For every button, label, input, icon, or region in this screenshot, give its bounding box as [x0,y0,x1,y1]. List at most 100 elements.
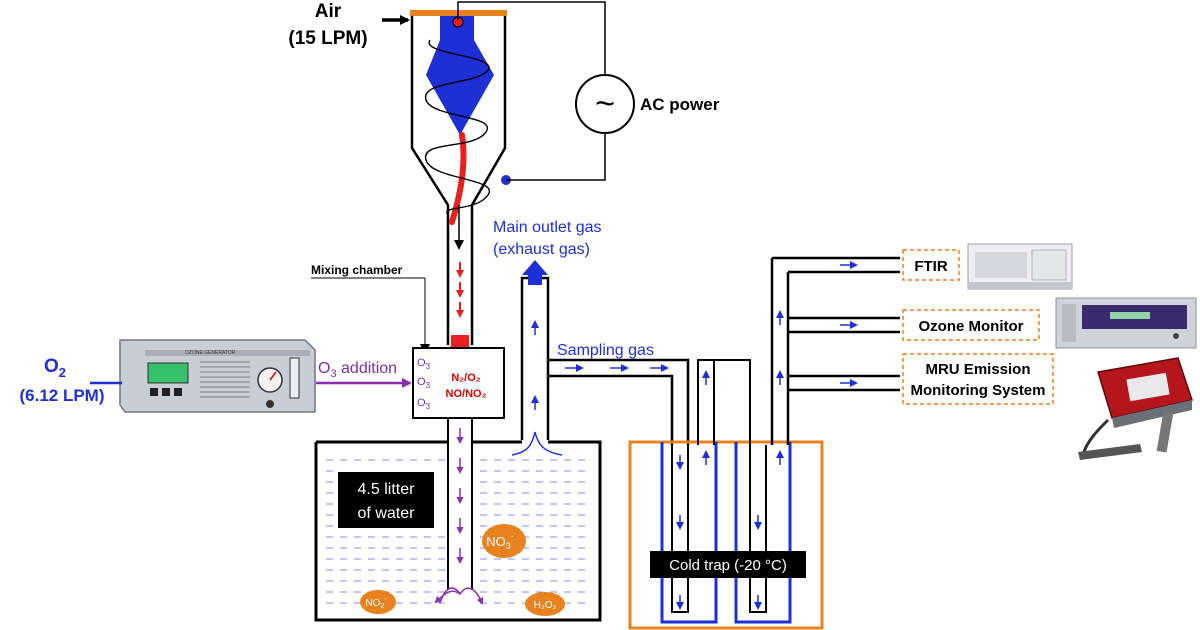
bubble-outflow-left [434,590,461,604]
flowmeter-icon [289,357,300,399]
water-reactor-tank: 4.5 litter of water NO3- NO2- H₂O₂ [314,418,602,622]
bubble-outflow [439,587,484,605]
generator-vent-grille [200,361,250,398]
o3-sub: 3 [426,402,431,411]
no-no2-label: NO/NO₂ [446,388,487,400]
power-wire-top [457,1,606,75]
trap-vessel [734,442,792,624]
svg-text:O3: O3 [417,397,431,411]
generator-button [150,388,158,396]
o2-text: O [44,356,59,377]
n2-o2-label: N₂/O₂ [451,372,480,384]
o3-addition-label: O3 addition [318,360,397,380]
o3-add-sub: 3 [330,368,336,380]
mru-label-line1: MRU Emission [925,361,1030,378]
generator-top-strip [145,350,310,356]
trap-transfer-tube [697,359,715,445]
o2-flow-label: (6.12 LPM) [19,386,104,405]
mixing-chamber-box [412,347,505,419]
mru-emission-system: MRU Emission Monitoring System [902,353,1193,460]
o3-addition: O3 addition [316,360,412,388]
swirl-flow-line [425,39,491,216]
mru-line [788,374,900,392]
no3-sup: - [511,531,514,541]
main-outlet-label: Main outlet gas [493,219,602,236]
no2-text: NO [365,598,380,609]
o3-sub: 3 [426,381,431,390]
reactor-wall [410,14,507,345]
ozone-monitor-instrument-icon [1055,297,1197,349]
chamber-o3-labels: O3 O3 O3 [417,357,431,411]
o2-label: O2 [44,356,66,380]
water-unit-label: of water [358,505,416,522]
generator-knob [266,400,274,408]
exhaust-arrow-icon [522,260,548,285]
trap-flow-arrows [676,310,784,610]
cold-trap: Cold trap (-20 °C) [628,258,824,630]
nitrate-label: NO3- [486,531,514,551]
ozone-monitor-label-box [902,309,1040,341]
nitrate-badge [482,524,526,558]
tank-wall [314,440,602,622]
ftir-label: FTIR [914,258,947,275]
ftir-analyzer: FTIR [902,243,1073,290]
ozone-generator: OZONE GENERATOR [119,339,316,413]
ftir-label-box [902,249,960,281]
o2-sub: 2 [59,365,66,380]
cold-trap-label: Cold trap (-20 °C) [669,557,787,574]
bubble-split-flow [511,431,563,456]
mru-label-box [902,353,1054,405]
ftir-instrument-icon [967,243,1073,290]
cold-bath [628,440,824,630]
mru-analyzer-icon [1078,357,1193,460]
o2-inlet: O2 (6.12 LPM) [19,356,122,405]
sampling-tube [548,358,690,445]
mru-label-line2: Monitoring System [910,382,1045,399]
ozone-monitor-label: Ozone Monitor [919,318,1024,335]
generator-display [147,362,189,384]
trap-inlet-tube [671,445,689,613]
main-outlet: Main outlet gas (exhaust gas) [493,219,602,456]
no3-sub: 3 [506,541,511,551]
svg-text:O3: O3 [417,376,431,390]
water-surface-dashes [326,459,585,604]
ac-power-circuit: ~ AC power [457,1,720,181]
exhaust-gas-label: (exhaust gas) [493,241,590,258]
analyzer-manifold [772,256,900,392]
water-volume-label: 4.5 litter [358,481,416,498]
water-volume-box [338,472,434,528]
trap-vessel [660,442,718,624]
o3-text: O [417,397,426,409]
peroxide-label: H₂O₂ [534,600,557,611]
ozone-line [788,316,900,334]
downcomer-tube [447,418,473,590]
ac-source-symbol [575,74,635,134]
ac-wave-icon: ~ [595,85,615,123]
gauge-needle [269,371,277,381]
o3-text: O [417,376,426,388]
generator-button [162,388,170,396]
air-label: Air [315,1,342,22]
high-voltage-electrode [426,16,494,135]
o3-add-rest: addition [337,360,398,377]
no2-sub: 2 [380,603,384,610]
sampling-line: Sampling gas [548,342,690,445]
no2-sup: - [384,596,387,603]
o3-sub: 3 [426,362,431,371]
nitrite-label: NO2- [365,596,387,610]
ozone-monitor: Ozone Monitor [902,297,1197,349]
air-flow-label: (15 LPM) [288,28,367,49]
no3-text: NO [486,534,506,549]
generator-button [174,388,182,396]
peroxide-badge [525,592,565,616]
o3-text: O [417,357,426,369]
mixing-chamber: Mixing chamber O3 O3 O3 N₂/O₂ NO/NO₂ [311,263,505,419]
sampling-gas-label: Sampling gas [557,342,654,359]
power-wire-bottom [506,133,606,181]
outlet-tube [520,276,550,440]
mixing-chamber-label: Mixing chamber [311,263,403,277]
o3-add-text: O [318,360,330,377]
ftir-line [772,256,900,274]
cold-trap-label-box [650,551,806,578]
